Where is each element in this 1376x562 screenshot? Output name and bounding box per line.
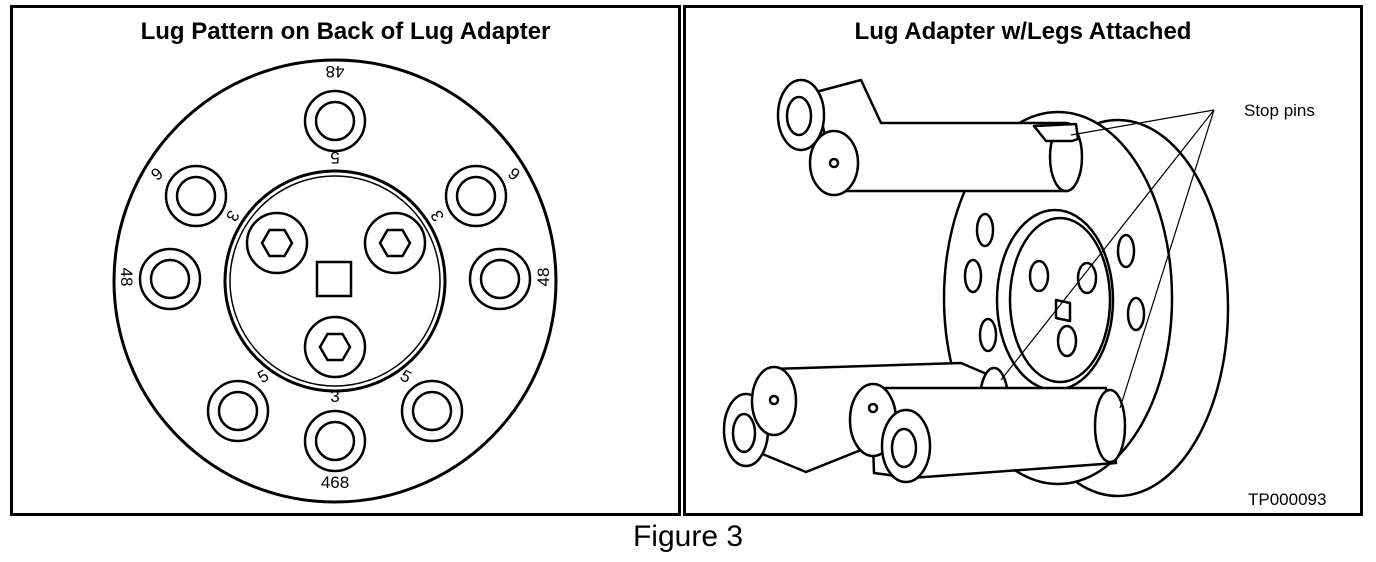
label-left: 48	[117, 268, 136, 287]
label-inner-bottom: 3	[330, 387, 339, 406]
figure-caption: Figure 3	[632, 520, 744, 553]
lug-hole-left	[138, 247, 202, 311]
label-inner-left: 3	[222, 207, 243, 225]
hub-inner-circle	[229, 175, 441, 387]
figure-code: TP000093	[1248, 490, 1326, 509]
center-square-drive	[315, 260, 353, 298]
stop-pin-leaders	[1000, 109, 1215, 409]
hub-bolt-right	[363, 211, 427, 275]
top-leg	[776, 78, 1084, 197]
lug-pattern-panel: Lug Pattern on Back of Lug Adapter	[10, 5, 681, 516]
hub-bolt-bottom	[303, 315, 367, 379]
lug-pattern-title: Lug Pattern on Back of Lug Adapter	[140, 18, 551, 45]
lug-hole-top	[303, 89, 367, 153]
hub-bolts	[245, 211, 427, 379]
label-inner-right: 3	[427, 207, 448, 225]
label-upper-right: 6	[505, 163, 524, 184]
hub-square-drive	[1054, 298, 1072, 323]
lower-right-leg	[848, 382, 1127, 484]
lug-adapter-legs-panel: Lug Adapter w/Legs Attached	[683, 5, 1363, 516]
hub-circle	[223, 169, 447, 393]
outer-lug-holes	[138, 89, 532, 473]
lug-hole-lower-left	[206, 379, 270, 443]
label-bottom: 468	[321, 473, 349, 492]
label-right: 48	[534, 268, 553, 287]
lug-adapter-drawing: Stop pins TP000093	[722, 78, 1326, 509]
lug-adapter-legs-title: Lug Adapter w/Legs Attached	[854, 18, 1192, 45]
lug-hole-upper-left	[164, 164, 228, 228]
label-top: 48	[326, 62, 345, 81]
lug-hole-upper-right	[444, 164, 508, 228]
label-upper-left: 6	[147, 163, 166, 184]
lug-hole-right	[468, 247, 532, 311]
stop-pins-callout: Stop pins	[1244, 101, 1315, 120]
label-inner-top: 5	[330, 148, 339, 167]
lug-hole-bottom	[303, 409, 367, 473]
lug-pattern-diagram: 48 5 6 6 48 48 3 3 5 5 3 468	[112, 58, 558, 504]
hub-bolt-left	[245, 211, 309, 275]
outer-plate-circle	[112, 58, 558, 504]
lug-hole-lower-right	[400, 379, 464, 443]
